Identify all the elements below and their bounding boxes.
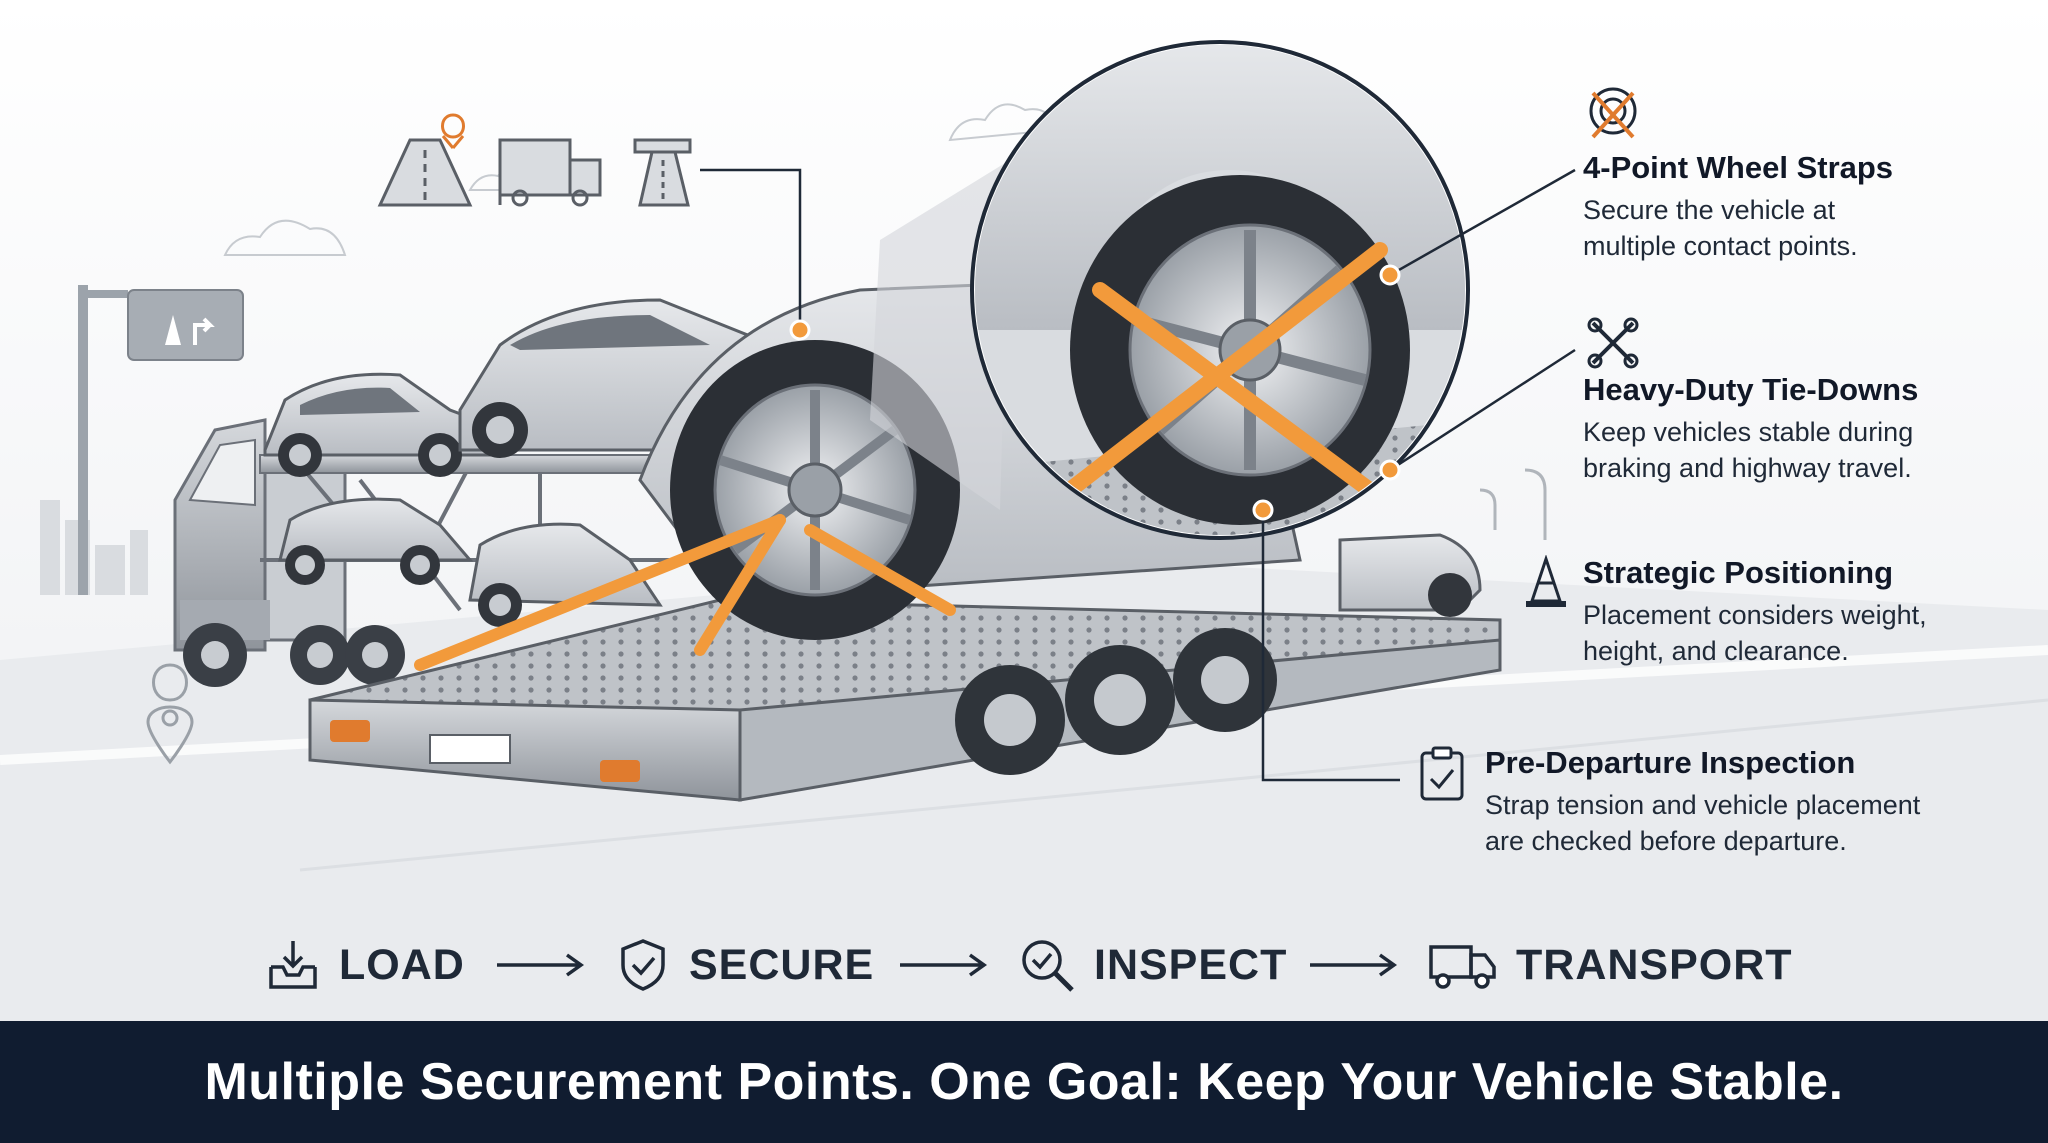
load-tray-icon xyxy=(269,941,317,989)
feature-description: Placement considers weight, height, and … xyxy=(1583,597,1963,669)
feature-description: Secure the vehicle at multiple contact p… xyxy=(1583,192,1963,264)
main-wheel-straps xyxy=(414,514,956,671)
truck-cab xyxy=(173,418,405,687)
arrow-right-icon xyxy=(497,953,585,977)
city-silhouette xyxy=(40,500,148,595)
step-transport: TRANSPORT xyxy=(1428,930,1793,1000)
highway-sign xyxy=(78,285,244,595)
tie-down-icon xyxy=(1587,317,1639,369)
step-load: LOAD xyxy=(265,930,465,1000)
step-label: LOAD xyxy=(339,940,465,989)
trailer-wheels xyxy=(955,628,1277,775)
car-hauler-icon xyxy=(498,138,602,207)
footer-tagline: Multiple Securement Points. One Goal: Ke… xyxy=(204,1053,1844,1111)
feature-title: Strategic Positioning xyxy=(1583,555,1894,590)
feature-desc-line: Keep vehicles stable during xyxy=(1583,417,1914,447)
step-label: INSPECT xyxy=(1094,940,1288,989)
traffic-cone-icon xyxy=(1526,555,1566,607)
step-label: TRANSPORT xyxy=(1516,940,1793,989)
wheel-strap-icon xyxy=(1589,87,1637,139)
truck-icon xyxy=(1429,945,1496,989)
clipboard-check-icon xyxy=(1420,746,1464,801)
arrow-right-icon xyxy=(900,953,988,977)
step-inspect: INSPECT xyxy=(1018,930,1287,1000)
step-secure: SECURE xyxy=(615,930,874,1000)
feature-inspection: Pre-Departure Inspection Strap tension a… xyxy=(1485,745,1985,859)
feature-description: Keep vehicles stable during braking and … xyxy=(1583,414,1963,486)
feature-desc-line: Secure the vehicle at xyxy=(1583,195,1836,225)
highway-icon xyxy=(633,138,692,207)
feature-title: 4-Point Wheel Straps xyxy=(1583,150,1894,185)
feature-tie-downs: Heavy-Duty Tie-Downs Keep vehicles stabl… xyxy=(1583,372,1963,486)
road-pin-icon xyxy=(377,113,473,207)
feature-desc-line: braking and highway travel. xyxy=(1583,453,1912,483)
feature-desc-line: Placement considers weight, xyxy=(1583,600,1927,630)
feature-title: Heavy-Duty Tie-Downs xyxy=(1583,372,1919,407)
feature-desc-line: multiple contact points. xyxy=(1583,231,1858,261)
process-steps: LOAD SECURE INSPECT TRANSPORT xyxy=(0,930,2048,1000)
location-pin-icon xyxy=(146,663,194,765)
footer-banner: Multiple Securement Points. One Goal: Ke… xyxy=(0,1021,2048,1143)
feature-wheel-straps: 4-Point Wheel Straps Secure the vehicle … xyxy=(1583,150,1963,264)
step-label: SECURE xyxy=(689,940,875,989)
feature-desc-line: height, and clearance. xyxy=(1583,636,1849,666)
leader-dots xyxy=(789,264,1401,521)
feature-title: Pre-Departure Inspection xyxy=(1485,745,1856,780)
feature-desc-line: are checked before departure. xyxy=(1485,826,1847,856)
arrow-right-icon xyxy=(1310,953,1398,977)
road-line xyxy=(299,698,2048,872)
lower-car-1 xyxy=(278,497,474,585)
feature-desc-line: Strap tension and vehicle placement xyxy=(1485,790,1921,820)
magnifier-check-icon xyxy=(1022,940,1074,992)
upper-car-1 xyxy=(263,372,492,477)
feature-positioning: Strategic Positioning Placement consider… xyxy=(1583,555,1963,669)
cloud xyxy=(223,219,347,256)
street-lamps xyxy=(1479,468,1547,540)
feature-description: Strap tension and vehicle placement are … xyxy=(1485,787,1985,859)
shield-check-icon xyxy=(621,939,665,991)
leader-lines xyxy=(700,168,1576,782)
